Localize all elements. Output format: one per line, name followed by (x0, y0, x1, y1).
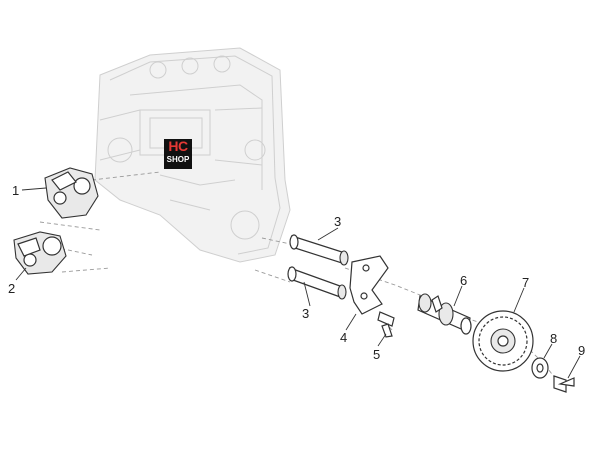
callout-9: 9 (578, 343, 585, 358)
callout-7: 7 (522, 275, 529, 290)
part-1-rocker-arm (44, 167, 99, 219)
part-7-cam-sprocket (472, 310, 534, 372)
callout-3-upper: 3 (334, 214, 341, 229)
part-3-rocker-shafts (287, 234, 349, 300)
callouts: 1 2 3 3 4 5 6 7 8 9 (8, 183, 585, 362)
part-4-retaining-plate (349, 255, 389, 315)
cylinder-head-ghost (94, 47, 291, 263)
leader-lines (15, 187, 581, 379)
callout-4: 4 (340, 330, 347, 345)
part-2-rocker-arm (13, 231, 67, 275)
part-9-bolt (553, 375, 575, 393)
callout-6: 6 (460, 273, 467, 288)
hc-shop-logo: HC SHOP (164, 139, 192, 169)
callout-5: 5 (373, 347, 380, 362)
part-5-screw (377, 311, 395, 338)
logo-line-2: SHOP (166, 155, 190, 164)
callout-8: 8 (550, 331, 557, 346)
callout-1: 1 (12, 183, 19, 198)
logo-line-1: HC (168, 138, 188, 154)
callout-3-lower: 3 (302, 306, 309, 321)
part-6-camshaft (417, 293, 472, 335)
part-8-washer (531, 357, 549, 379)
callout-2: 2 (8, 281, 15, 296)
